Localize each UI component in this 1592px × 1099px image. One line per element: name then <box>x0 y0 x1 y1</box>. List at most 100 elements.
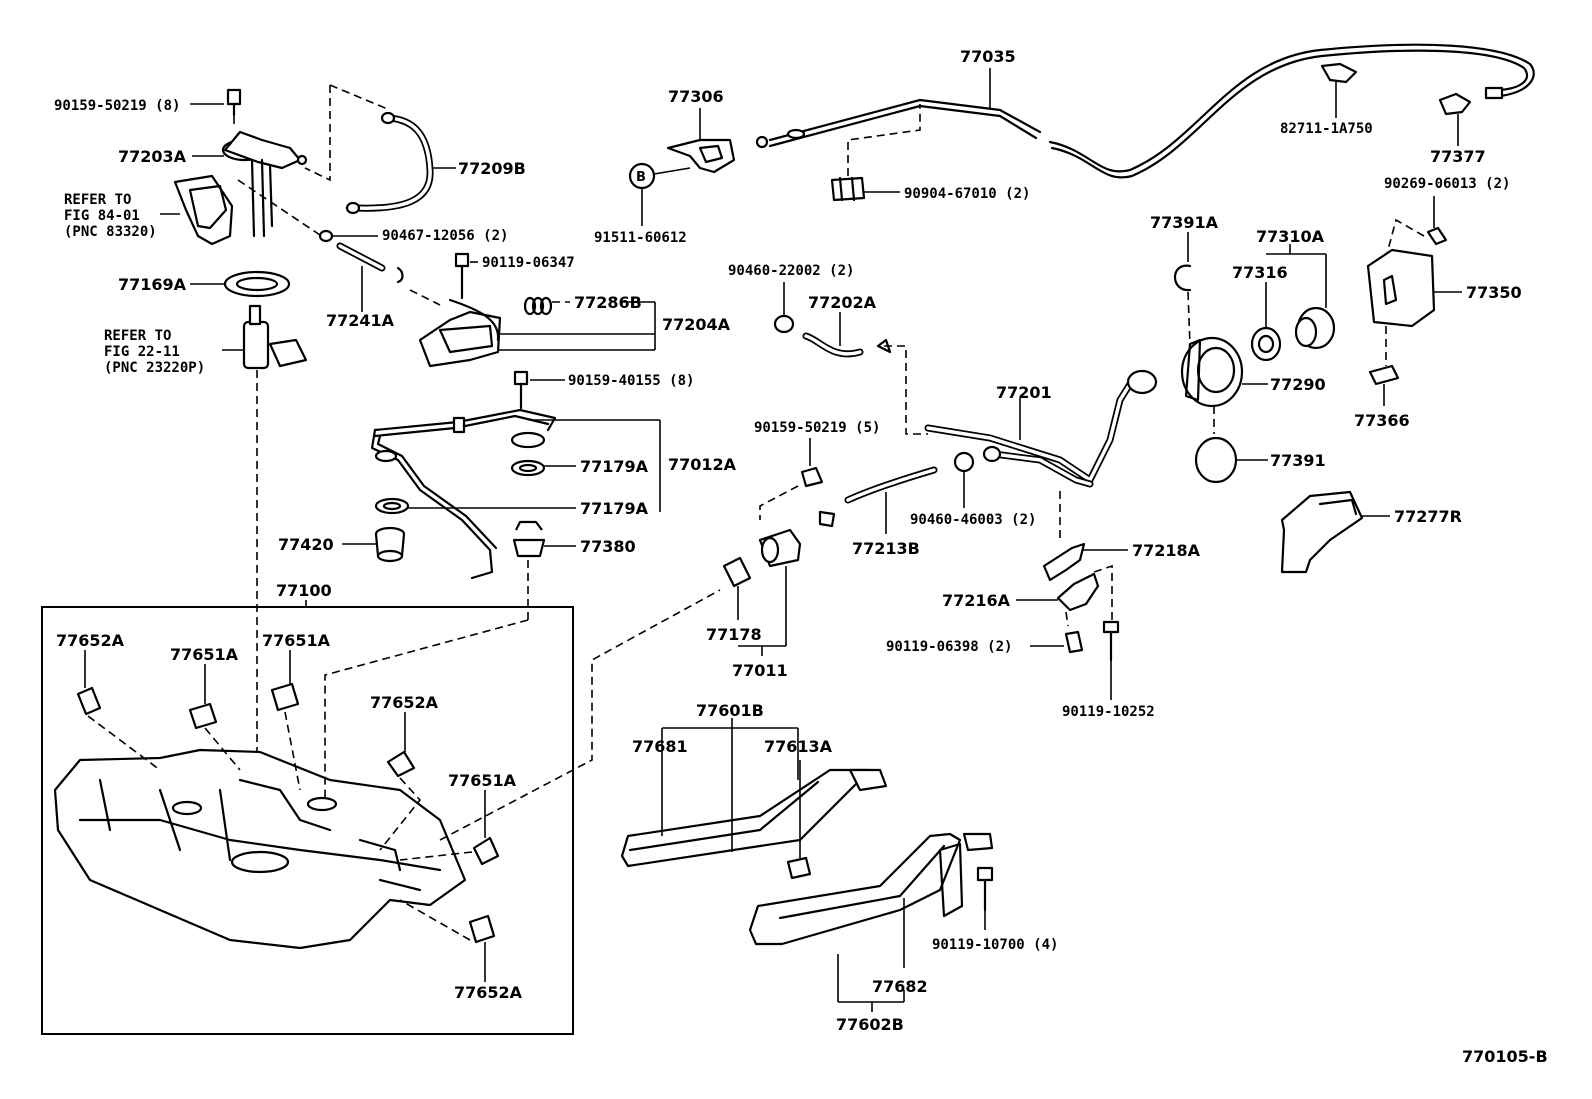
diagram-id: 770105-B <box>1462 1047 1548 1066</box>
cable-77035 <box>755 43 1535 179</box>
clip-90467-12056 <box>318 229 378 243</box>
gasket-77178 <box>722 556 752 620</box>
clamp-90904-67010 <box>830 104 921 202</box>
grommet-77179A-b <box>374 497 576 515</box>
label-77366: 77366 <box>1354 411 1410 430</box>
label-77012A: 77012A <box>668 455 737 474</box>
label-90119-06347: 90119-06347 <box>482 255 575 271</box>
cable-area: B <box>628 43 1535 226</box>
label-77652A-c: 77652A <box>454 983 523 1002</box>
filter-77420 <box>342 526 406 563</box>
label-82711-1A750: 82711-1A750 <box>1280 121 1373 137</box>
label-90119-10252: 90119-10252 <box>1062 704 1155 720</box>
label-77179A-a: 77179A <box>580 457 649 476</box>
label-77202A: 77202A <box>808 293 877 312</box>
circle-b: B <box>628 162 656 226</box>
hinge-77366 <box>1368 364 1400 406</box>
bolt-90119-10252 <box>1102 620 1120 700</box>
fuel-tank-77100 <box>41 589 721 1035</box>
filler-area <box>722 196 1462 700</box>
label-refer2-line2: FIG 22-11 <box>104 344 180 360</box>
screw-90269-06013 <box>1379 196 1448 281</box>
vent-77011 <box>738 528 802 656</box>
cap-77310A <box>1266 244 1336 350</box>
clip-77652A-a <box>76 650 161 771</box>
label-91511-60612: 91511-60612 <box>594 230 687 246</box>
label-77306: 77306 <box>668 87 724 106</box>
gasket-77316 <box>1250 282 1282 362</box>
clamp-90460-46003 <box>953 451 975 508</box>
clip-77651A-a <box>188 664 241 771</box>
label-77290: 77290 <box>1270 375 1326 394</box>
hose-77241A <box>336 242 441 312</box>
ring-77391A <box>1174 232 1192 347</box>
label-77391: 77391 <box>1270 451 1326 470</box>
label-77310A: 77310A <box>1256 227 1325 246</box>
label-90467-12056: 90467-12056 (2) <box>382 228 508 244</box>
bolt-90159-50219-5 <box>759 438 824 520</box>
hose-77213B <box>818 466 938 534</box>
label-77035: 77035 <box>960 47 1016 66</box>
label-77213B: 77213B <box>852 539 920 558</box>
bolt-90119-06347 <box>454 252 478 300</box>
label-90159-40155: 90159-40155 (8) <box>568 373 694 389</box>
label-90904-67010: 90904-67010 (2) <box>904 186 1030 202</box>
circle-b-text: B <box>636 170 646 185</box>
label-77651A-b: 77651A <box>262 631 331 650</box>
strap-77602B <box>748 832 994 1012</box>
label-90460-46003: 90460-46003 (2) <box>910 512 1036 528</box>
label-77201: 77201 <box>996 383 1052 402</box>
label-77209B: 77209B <box>458 159 526 178</box>
bracket-77216A <box>1016 564 1113 627</box>
hose-77202A <box>802 312 892 358</box>
label-77100: 77100 <box>276 581 332 600</box>
label-77601B: 77601B <box>696 701 764 720</box>
label-77652A-a: 77652A <box>56 631 125 650</box>
clip-77652A-b <box>379 712 422 851</box>
bolt-90119-06398 <box>1030 630 1084 654</box>
bolt-90119-10700 <box>976 866 994 930</box>
bolt-90159-40155 <box>513 370 565 410</box>
clamp-90460-22002 <box>773 282 795 334</box>
gasket-77169A <box>190 270 291 298</box>
ring-77391 <box>1194 436 1268 484</box>
protector-77277R <box>1280 490 1390 574</box>
bracket-77218A <box>1042 488 1128 582</box>
lid-77350 <box>1366 248 1462 366</box>
label-77651A-a: 77651A <box>170 645 239 664</box>
label-77602B: 77602B <box>836 1015 904 1034</box>
label-90269-06013: 90269-06013 (2) <box>1384 176 1510 192</box>
label-77011: 77011 <box>732 661 788 680</box>
label-77218A: 77218A <box>1132 541 1201 560</box>
label-90159-50219-5: 90159-50219 (5) <box>754 420 880 436</box>
label-77380: 77380 <box>580 537 636 556</box>
filler-pipe-77201 <box>884 345 1158 488</box>
label-90119-06398: 90119-06398 (2) <box>886 639 1012 655</box>
clip-82711-1A750 <box>1320 62 1358 118</box>
label-77169A: 77169A <box>118 275 187 294</box>
label-77651A-c: 77651A <box>448 771 517 790</box>
bracket-fig-84-01 <box>160 174 234 246</box>
clip-77651A-b <box>270 650 301 791</box>
clip-77651A-c <box>399 790 500 866</box>
label-refer2-line1: REFER TO <box>104 328 171 344</box>
cup-77380 <box>512 520 576 620</box>
tube-assy-77012A <box>370 408 661 580</box>
label-77613A: 77613A <box>764 737 833 756</box>
label-77420: 77420 <box>278 535 334 554</box>
label-refer2-line3: (PNC 23220P) <box>104 360 205 376</box>
label-77316: 77316 <box>1232 263 1288 282</box>
label-77203A: 77203A <box>118 147 187 166</box>
label-90159-50219-8: 90159-50219 (8) <box>54 98 180 114</box>
label-77350: 77350 <box>1466 283 1522 302</box>
spring-77286B <box>523 296 655 316</box>
label-77286B: 77286B <box>574 293 642 312</box>
strap-area <box>620 718 994 1012</box>
bracket-assy-77204A <box>418 298 656 368</box>
sender-gauge-77203A <box>192 130 308 238</box>
label-77178: 77178 <box>706 625 762 644</box>
label-77241A: 77241A <box>326 311 395 330</box>
strap-77601B <box>620 718 888 880</box>
label-77391A: 77391A <box>1150 213 1219 232</box>
